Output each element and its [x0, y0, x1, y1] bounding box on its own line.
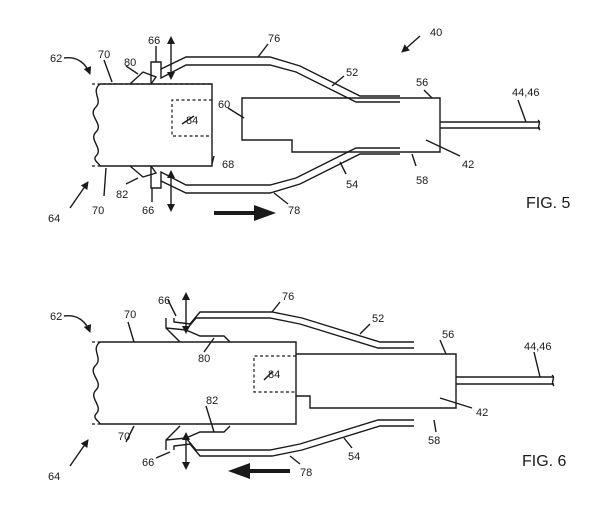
label-42: 42 [476, 407, 488, 419]
wedge-80 [129, 71, 158, 85]
sleeve-arm-upper [150, 56, 400, 103]
leader-lines [63, 299, 541, 467]
figure-caption-6: FIG. 6 [522, 453, 567, 470]
label-82: 82 [116, 189, 128, 201]
label-70-lower: 70 [92, 205, 104, 217]
label-52: 52 [346, 67, 358, 79]
label-58: 58 [416, 175, 428, 187]
figure-6: 62 70 66 76 52 80 56 44,46 84 82 42 70 5… [48, 291, 567, 483]
label-44-46: 44,46 [524, 341, 552, 353]
label-84: 84 [186, 115, 198, 127]
label-82: 82 [206, 395, 218, 407]
wedge-82 [129, 165, 158, 178]
double-arrow-top [182, 292, 190, 334]
label-80: 80 [124, 57, 136, 69]
sleeve-arm-lower [165, 419, 414, 457]
pocket-84 [253, 355, 296, 393]
label-84: 84 [268, 369, 280, 381]
label-66: 66 [158, 295, 170, 307]
motion-arrow-left [228, 463, 290, 479]
cable-44-46 [440, 119, 541, 131]
label-66-lower: 66 [142, 205, 154, 217]
label-66: 66 [148, 35, 160, 47]
label-54: 54 [346, 179, 358, 191]
label-56: 56 [442, 329, 454, 341]
label-70: 70 [98, 49, 110, 61]
double-arrow-top [167, 36, 175, 80]
cable-44-46 [456, 374, 555, 387]
leader-lines [63, 35, 527, 209]
tube-62 [92, 83, 213, 167]
sleeve-arm-lower [150, 147, 400, 194]
sleeve-arm-upper [165, 311, 414, 349]
label-54: 54 [348, 451, 360, 463]
label-66-lower: 66 [142, 457, 154, 469]
label-52: 52 [372, 313, 384, 325]
label-56: 56 [416, 77, 428, 89]
label-78: 78 [288, 205, 300, 217]
label-40: 40 [430, 27, 442, 39]
label-76: 76 [282, 291, 294, 303]
connector-42 [241, 97, 441, 153]
double-arrow-bottom [167, 170, 175, 212]
label-42: 42 [462, 159, 474, 171]
figure-5: 62 70 80 66 76 52 40 60 84 68 56 44,46 4… [48, 27, 571, 225]
reference-labels-fig5: 62 70 80 66 76 52 40 60 84 68 56 44,46 4… [48, 27, 540, 225]
label-62: 62 [50, 53, 62, 65]
reference-labels-fig6: 62 70 66 76 52 80 56 44,46 84 82 42 70 5… [48, 291, 552, 483]
label-58: 58 [428, 435, 440, 447]
label-44-46: 44,46 [512, 87, 540, 99]
label-62: 62 [50, 311, 62, 323]
pocket-84 [171, 99, 212, 137]
connector-42 [296, 353, 457, 409]
label-70: 70 [124, 309, 136, 321]
label-78: 78 [300, 467, 312, 479]
label-70-lower: 70 [118, 431, 130, 443]
label-76: 76 [268, 33, 280, 45]
label-68: 68 [222, 159, 234, 171]
label-64: 64 [48, 213, 60, 225]
label-80: 80 [198, 353, 210, 365]
label-60: 60 [218, 99, 230, 111]
label-64: 64 [48, 471, 60, 483]
double-arrow-bottom [182, 432, 190, 470]
figure-caption-5: FIG. 5 [526, 195, 571, 212]
tube-62 [92, 341, 297, 425]
motion-arrow-right [214, 205, 276, 221]
